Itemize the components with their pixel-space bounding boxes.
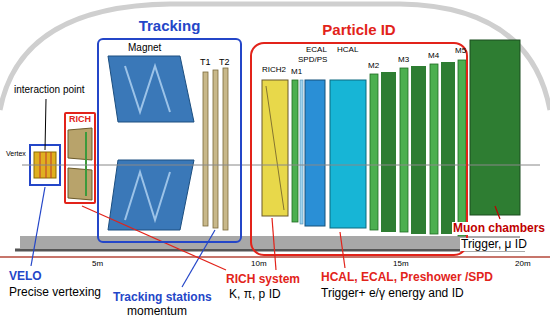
part-label: T1 bbox=[200, 58, 211, 68]
leader-line bbox=[31, 187, 45, 266]
part-label: M5 bbox=[455, 47, 466, 56]
leader-line bbox=[340, 232, 345, 268]
part-label: M1 bbox=[291, 68, 302, 77]
rail bbox=[15, 249, 525, 252]
part-label: Magnet bbox=[128, 42, 161, 53]
rich2-detail bbox=[266, 86, 284, 210]
callout-title: Tracking stations bbox=[112, 291, 213, 304]
callout-title: HCAL, ECAL, Preshower /SPD bbox=[320, 271, 494, 284]
rich2-detector bbox=[262, 80, 288, 216]
leader-line bbox=[82, 206, 226, 270]
part-label: SPD/PS bbox=[298, 56, 327, 65]
hcal bbox=[330, 80, 366, 228]
iron-filter bbox=[381, 72, 396, 232]
callout-text: Trigger+ e/γ energy and ID bbox=[320, 287, 465, 300]
muon-shield bbox=[470, 40, 520, 215]
scale-mark: 10m bbox=[251, 260, 267, 269]
part-label: RICH2 bbox=[262, 66, 286, 75]
tracking-station bbox=[213, 70, 218, 228]
region-heading: Particle ID bbox=[252, 22, 466, 39]
detector-carriage bbox=[20, 236, 520, 248]
beam-pipe bbox=[22, 165, 540, 166]
magnet-coil bbox=[125, 172, 170, 220]
part-label: M4 bbox=[428, 52, 439, 61]
detector-label: RICH bbox=[66, 115, 94, 125]
muon-station bbox=[292, 80, 298, 222]
scale-mark: 5m bbox=[92, 260, 103, 269]
callout-text: Precise vertexing bbox=[8, 286, 102, 299]
tracking-station bbox=[203, 72, 208, 226]
rich1-mirror bbox=[85, 132, 87, 196]
iron-filter bbox=[411, 66, 426, 234]
preshower bbox=[300, 80, 303, 224]
ecal bbox=[305, 80, 325, 226]
pointer-label: interaction point bbox=[14, 84, 85, 95]
callout-text: Trigger, μ ID bbox=[460, 238, 528, 251]
scale-mark: 15m bbox=[393, 260, 409, 269]
muon-station bbox=[370, 74, 378, 230]
magnet-coil bbox=[125, 66, 170, 112]
callout-title: Muon chambers bbox=[452, 222, 546, 235]
rich1-vessel bbox=[68, 168, 92, 200]
iron-filter bbox=[441, 62, 455, 234]
region-heading: Tracking bbox=[99, 18, 240, 35]
muon-station bbox=[430, 64, 438, 234]
magnet-yoke bbox=[108, 160, 194, 230]
part-label: Vertex bbox=[6, 150, 26, 158]
part-label: HCAL bbox=[337, 46, 358, 55]
muon-station bbox=[400, 68, 408, 232]
part-label: T2 bbox=[219, 58, 230, 68]
scale-mark: 20m bbox=[515, 260, 531, 269]
part-label: ECAL bbox=[306, 46, 327, 55]
callout-text: K, π, p ID bbox=[228, 288, 282, 301]
muon-station bbox=[458, 60, 466, 236]
part-label: M3 bbox=[398, 56, 409, 65]
callout-title: RICH system bbox=[225, 273, 301, 286]
rich1-vessel bbox=[68, 128, 92, 160]
leader-line bbox=[182, 230, 215, 287]
tracking-station bbox=[223, 68, 228, 230]
leader-line bbox=[272, 218, 276, 270]
leader-line bbox=[45, 99, 46, 150]
tracking-region: Tracking bbox=[97, 38, 242, 243]
part-label: M2 bbox=[368, 62, 379, 71]
magnet-yoke bbox=[108, 56, 194, 122]
callout-text: momentum bbox=[126, 305, 188, 318]
callout-title: VELO bbox=[8, 270, 43, 283]
rich1-box: RICH bbox=[64, 112, 96, 204]
leader-line bbox=[495, 206, 500, 219]
particle-id-region: Particle ID bbox=[250, 42, 468, 256]
